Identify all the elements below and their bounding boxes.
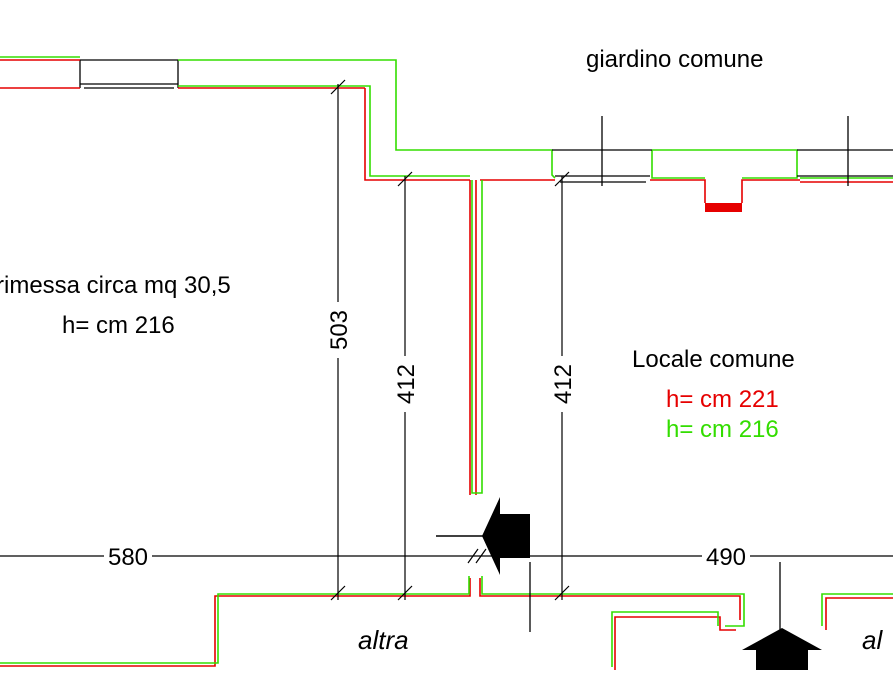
dimension-580-group: 580 xyxy=(104,543,152,571)
dimension-412-left: 412 xyxy=(393,364,420,404)
dimension-412-right: 412 xyxy=(550,364,577,404)
section-arrow-bottom xyxy=(742,628,822,670)
window-top-left xyxy=(79,59,179,89)
label-other-right: al xyxy=(862,625,883,655)
room-right-name: Locale comune xyxy=(632,346,795,373)
red-sill xyxy=(705,203,742,212)
dimension-490: 490 xyxy=(706,544,746,571)
room-left-height: h= cm 216 xyxy=(62,312,175,339)
walls-green xyxy=(0,56,893,667)
label-garden: giardino comune xyxy=(586,46,763,73)
room-right-height-green: h= cm 216 xyxy=(666,416,779,443)
walls-red xyxy=(0,59,893,670)
section-arrow-left xyxy=(436,497,530,575)
room-left-name: rimessa circa mq 30,5 xyxy=(0,272,231,299)
dimension-lines xyxy=(0,79,893,601)
room-right-height-red: h= cm 221 xyxy=(666,386,779,413)
label-other-left: altra xyxy=(358,625,409,655)
dimension-580: 580 xyxy=(108,544,148,571)
dimension-490-group: 490 xyxy=(702,543,750,571)
dimension-412-right-group: 412 xyxy=(550,356,577,412)
dimension-503: 503 xyxy=(326,310,353,350)
dimension-412-left-group: 412 xyxy=(393,356,420,412)
dimension-503-group: 503 xyxy=(326,302,353,358)
